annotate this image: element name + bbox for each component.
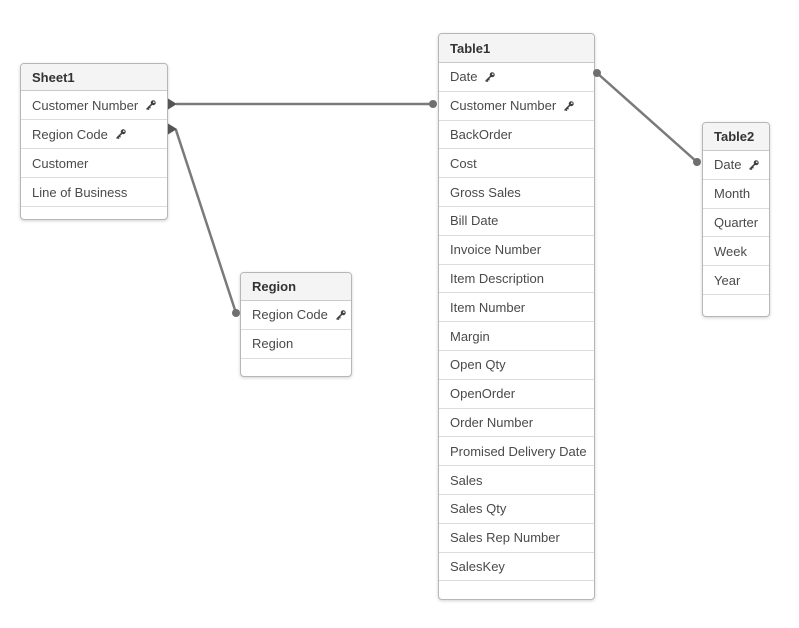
connection-sheet1-region-code bbox=[168, 123, 240, 317]
connection-endpoint-arrow bbox=[168, 123, 177, 135]
field-row[interactable]: Date bbox=[439, 63, 594, 92]
field-name: Month bbox=[714, 186, 751, 202]
table-empty-area bbox=[241, 359, 351, 376]
connection-endpoint-dot bbox=[429, 100, 437, 108]
field-name: Invoice Number bbox=[450, 242, 542, 258]
field-name: Sales bbox=[450, 472, 483, 488]
field-row[interactable]: Quarter bbox=[703, 209, 769, 238]
field-name: Date bbox=[450, 69, 478, 85]
connection-line bbox=[174, 128, 238, 315]
field-name: Year bbox=[714, 272, 741, 288]
field-row[interactable]: Date bbox=[703, 151, 769, 180]
field-name: Sales Qty bbox=[450, 501, 507, 517]
field-row[interactable]: Region Code bbox=[241, 301, 351, 330]
field-row[interactable]: Promised Delivery Date bbox=[439, 437, 594, 467]
key-icon bbox=[115, 128, 127, 140]
field-row[interactable]: SalesKey bbox=[439, 553, 594, 582]
field-row[interactable]: OpenOrder bbox=[439, 380, 594, 409]
connection-endpoint-arrow bbox=[168, 98, 177, 110]
table-empty-area bbox=[439, 581, 594, 599]
field-name: Bill Date bbox=[450, 213, 499, 229]
key-icon bbox=[335, 309, 347, 321]
field-row[interactable]: Item Number bbox=[439, 293, 594, 323]
table-title: Table2 bbox=[714, 129, 755, 144]
field-name: Date bbox=[714, 157, 742, 173]
field-name: Quarter bbox=[714, 214, 759, 230]
field-row[interactable]: Customer Number bbox=[21, 91, 167, 120]
field-row[interactable]: Region bbox=[241, 330, 351, 359]
field-name: SalesKey bbox=[450, 558, 505, 574]
field-row[interactable]: Sales Rep Number bbox=[439, 524, 594, 553]
field-name: Region Code bbox=[252, 307, 328, 323]
table-header[interactable]: Table1 bbox=[439, 34, 594, 63]
field-row[interactable]: Sales Qty bbox=[439, 495, 594, 524]
field-row[interactable]: Order Number bbox=[439, 409, 594, 438]
field-name: Region bbox=[252, 336, 294, 352]
field-name: Item Number bbox=[450, 299, 526, 315]
field-row[interactable]: Invoice Number bbox=[439, 236, 594, 265]
connection-line bbox=[595, 71, 699, 164]
field-name: Margin bbox=[450, 328, 490, 344]
field-name: Promised Delivery Date bbox=[450, 443, 587, 459]
field-name: Week bbox=[714, 243, 747, 259]
field-row[interactable]: Customer bbox=[21, 149, 167, 178]
connection-endpoint-dot bbox=[232, 309, 240, 317]
field-name: BackOrder bbox=[450, 126, 513, 142]
field-name: Customer bbox=[32, 155, 89, 171]
field-name: Customer Number bbox=[32, 97, 139, 113]
field-name: Sales Rep Number bbox=[450, 530, 560, 546]
field-row[interactable]: Sales bbox=[439, 466, 594, 495]
key-icon bbox=[563, 100, 575, 112]
field-row[interactable]: Month bbox=[703, 180, 769, 209]
field-row[interactable]: Margin bbox=[439, 322, 594, 351]
field-row[interactable]: Line of Business bbox=[21, 178, 167, 207]
field-name: Order Number bbox=[450, 414, 534, 430]
field-name: Cost bbox=[450, 155, 477, 171]
field-row[interactable]: Week bbox=[703, 237, 769, 267]
table-title: Region bbox=[252, 279, 297, 294]
field-row[interactable]: Open Qty bbox=[439, 351, 594, 380]
connection-table1-date bbox=[593, 69, 701, 166]
table-header[interactable]: Region bbox=[241, 273, 351, 301]
field-name: Region Code bbox=[32, 126, 108, 142]
key-icon bbox=[145, 99, 157, 111]
connection-sheet1-customer-number bbox=[168, 98, 437, 110]
key-icon bbox=[484, 71, 496, 83]
table-title: Sheet1 bbox=[32, 69, 75, 85]
field-row[interactable]: Customer Number bbox=[439, 92, 594, 121]
field-row[interactable]: Bill Date bbox=[439, 207, 594, 236]
field-row[interactable]: Region Code bbox=[21, 120, 167, 149]
table-header[interactable]: Table2 bbox=[703, 123, 769, 151]
field-row[interactable]: Gross Sales bbox=[439, 178, 594, 207]
field-row[interactable]: Cost bbox=[439, 149, 594, 179]
field-name: Gross Sales bbox=[450, 184, 521, 200]
field-name: OpenOrder bbox=[450, 386, 516, 402]
field-name: Customer Number bbox=[450, 98, 557, 114]
table-empty-area bbox=[703, 295, 769, 316]
field-row[interactable]: BackOrder bbox=[439, 121, 594, 150]
table-empty-area bbox=[21, 207, 167, 219]
field-row[interactable]: Year bbox=[703, 266, 769, 295]
connection-endpoint-dot bbox=[693, 158, 701, 166]
table-title: Table1 bbox=[450, 40, 491, 56]
table-header[interactable]: Sheet1 bbox=[21, 64, 167, 91]
field-row[interactable]: Item Description bbox=[439, 265, 594, 294]
field-name: Open Qty bbox=[450, 357, 506, 373]
field-name: Line of Business bbox=[32, 184, 128, 200]
field-name: Item Description bbox=[450, 270, 544, 286]
key-icon bbox=[748, 159, 760, 171]
